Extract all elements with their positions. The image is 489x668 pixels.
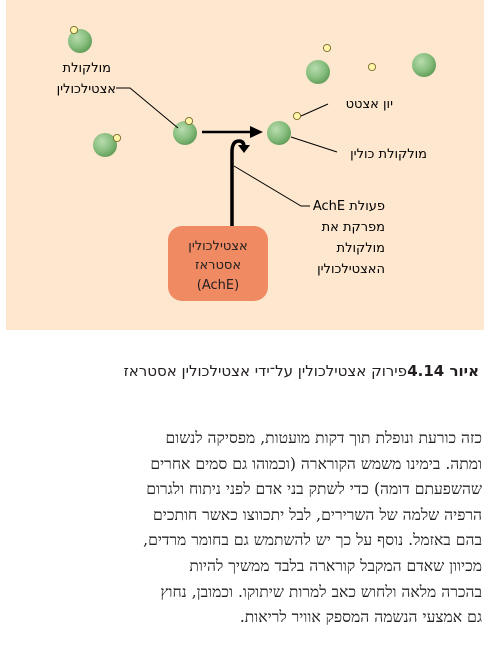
action-label-line4: האצטילכולין xyxy=(317,262,385,277)
caption-text: פירוק אצטילכולין על־ידי אצטילכולין אסטרא… xyxy=(123,362,407,380)
acetate-ion-product xyxy=(292,111,302,121)
choline-molecule xyxy=(412,53,436,77)
body-line: הרפיה שלמה של השרירים, לבל יתכווצו כאשר … xyxy=(153,505,482,524)
enzyme-action-arrow xyxy=(230,139,250,232)
acetylcholine-leader-line xyxy=(116,87,179,129)
action-label-line2: מפרקת את xyxy=(322,220,385,235)
choline-molecule-product xyxy=(267,121,291,145)
acetate-ion xyxy=(322,43,332,53)
body-line: בהם באזמל. נוסף על כך יש להשתמש גם בחומר… xyxy=(143,531,482,550)
enzyme-label-line3: (AchE) xyxy=(197,278,239,293)
figure-caption: איור 4.14 פירוק אצטילכולין על־ידי אצטילכ… xyxy=(0,362,489,390)
action-label-line1: פעולת AchE xyxy=(313,199,385,214)
reaction-arrow xyxy=(202,126,263,138)
acetate-leader-line xyxy=(300,103,329,117)
enzyme-label-line1: אצטילכולין xyxy=(188,239,247,254)
body-line: שהשפעתם דומה) כדי לשתק בני אדם לפני ניתו… xyxy=(146,480,482,499)
body-line: בהכרה מלאה ולחוש כאב למרות שיתוקו. וכמוב… xyxy=(160,582,482,601)
action-label-line3: מולקולת xyxy=(337,241,385,256)
body-line: מכיוון שאדם המקבל קורארה בלבד ממשיך להיו… xyxy=(189,556,482,575)
acetylcholine-molecule xyxy=(68,25,92,53)
acetylcholine-breakdown-diagram: אצטילכולין אסטראז (AchE) מולקולת אצטילכו… xyxy=(6,0,484,330)
choline-label: מולקולת כולין xyxy=(350,147,427,162)
choline-leader-line xyxy=(290,136,338,153)
figure-number: איור 4.14 xyxy=(407,362,479,380)
acetylcholine-label-line1: מולקולת xyxy=(63,61,111,76)
body-line: ומתה. בימינו משמש הקורארה (וכמוהו גם סמי… xyxy=(150,454,482,473)
acetate-label: יון אצטט xyxy=(346,97,393,112)
body-line: גם אמצעי הנשמה המספק אוויר לריאות. xyxy=(239,608,482,627)
choline-molecule xyxy=(306,60,330,84)
enzyme-label-line2: אסטראז xyxy=(195,258,241,273)
body-paragraph: כזה כורעת ונופלת תוך דקות מועטות, מפסיקה… xyxy=(10,426,482,631)
body-line: כזה כורעת ונופלת תוך דקות מועטות, מפסיקה… xyxy=(165,429,482,447)
acetate-ion xyxy=(367,62,377,72)
enzyme-box: אצטילכולין אסטראז (AchE) xyxy=(168,226,268,301)
acetylcholine-label-line2: אצטילכולין xyxy=(57,82,116,97)
action-leader-line xyxy=(233,165,310,207)
acetylcholine-molecule xyxy=(93,133,122,157)
acetylcholine-molecule-center xyxy=(173,116,197,145)
